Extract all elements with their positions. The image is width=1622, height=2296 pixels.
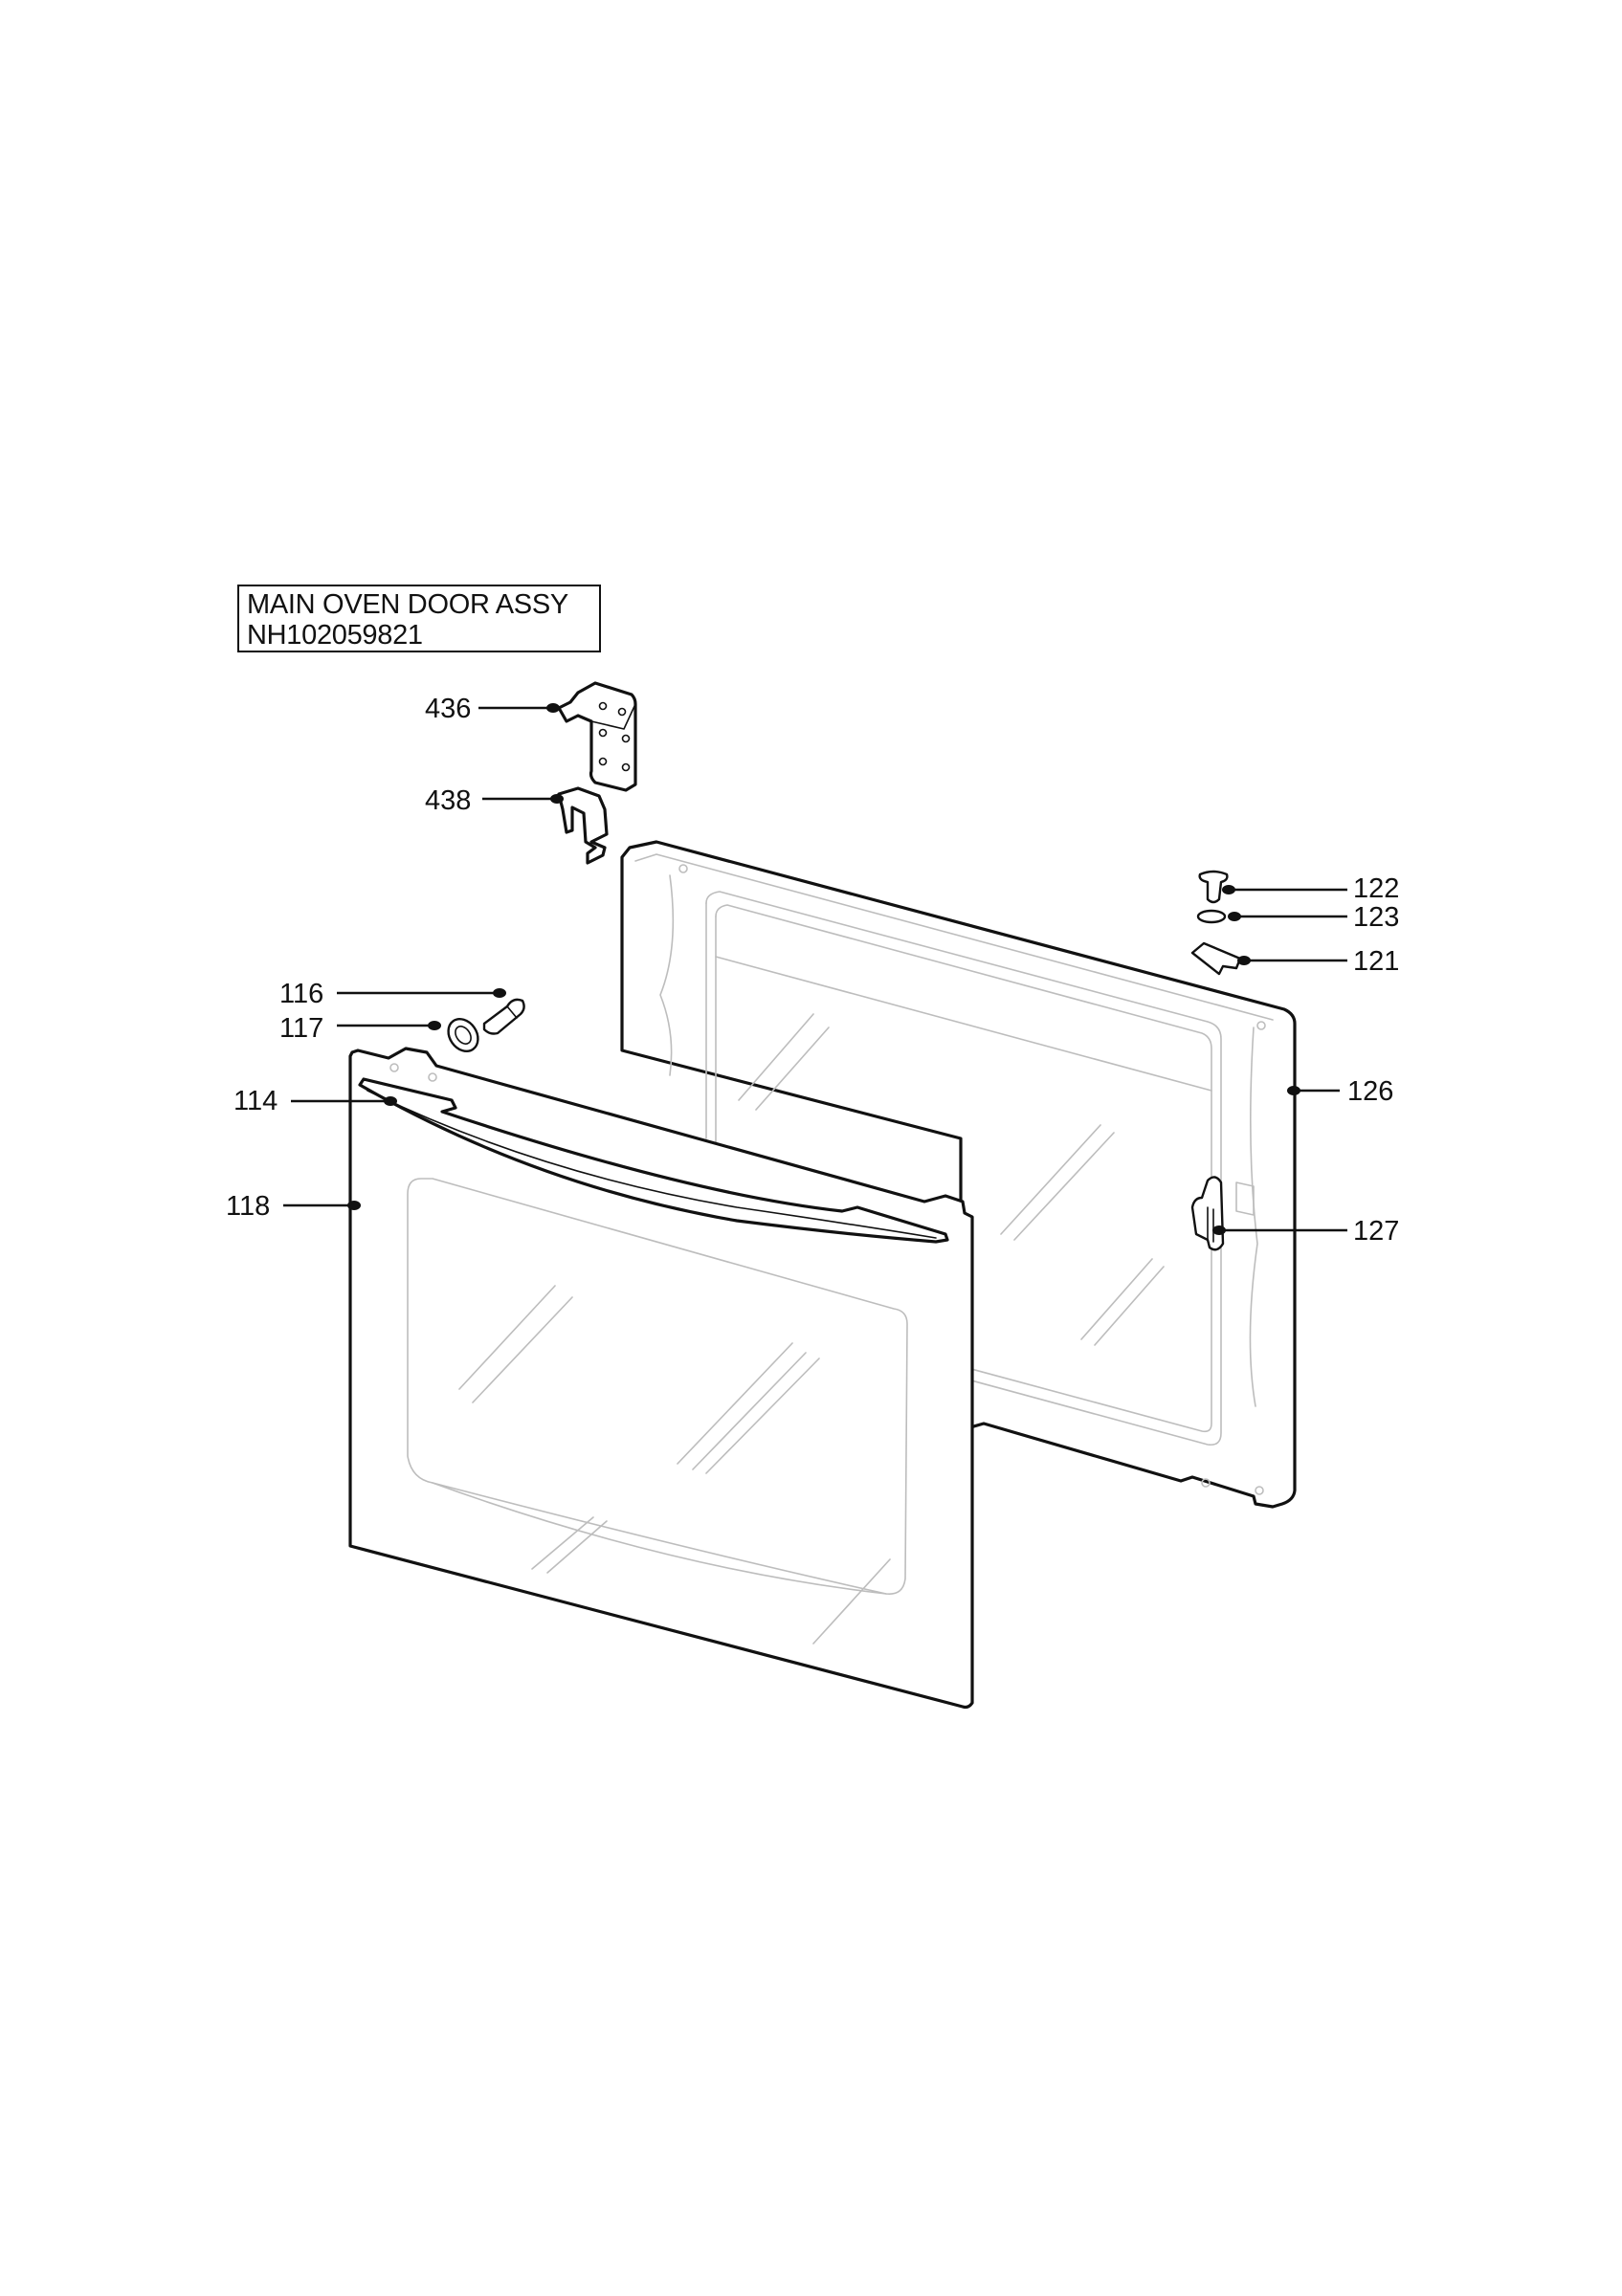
callout-438: 438 [425,785,564,816]
callout-label-122: 122 [1353,873,1399,904]
diagram-title-box: MAIN OVEN DOOR ASSY NH102059821 [237,585,601,652]
callout-label-114: 114 [233,1086,278,1116]
screw [1198,870,1229,904]
bolt [482,998,525,1035]
clip [1190,941,1242,976]
callout-116: 116 [279,979,506,1009]
callout-label-118: 118 [226,1191,270,1222]
callout-label-127: 127 [1353,1216,1399,1247]
callout-label-123: 123 [1353,902,1399,933]
callout-126: 126 [1287,1076,1393,1107]
hinge-receiver [557,786,609,865]
outer-door-panel [348,1047,974,1710]
diagram-title: MAIN OVEN DOOR ASSY [247,589,568,620]
callout-label-121: 121 [1353,946,1399,977]
door-handle [358,1077,949,1244]
inner-door-frame [620,840,1297,1509]
callout-label-116: 116 [279,979,323,1009]
hinge-bracket [557,681,637,792]
callout-436: 436 [425,694,560,724]
callout-117: 117 [279,1013,441,1044]
washer [1196,909,1227,924]
callout-114: 114 [233,1086,397,1116]
callout-label-436: 436 [425,694,471,724]
grommet [447,1018,479,1052]
callout-label-117: 117 [279,1013,323,1044]
callout-121: 121 [1237,946,1399,977]
callout-label-438: 438 [425,785,471,816]
callout-127: 127 [1212,1216,1399,1247]
part-number: NH102059821 [247,620,423,651]
callout-label-126: 126 [1347,1076,1393,1107]
callout-122: 122 [1222,873,1399,904]
callout-123: 123 [1228,902,1399,933]
callout-118: 118 [226,1191,361,1222]
